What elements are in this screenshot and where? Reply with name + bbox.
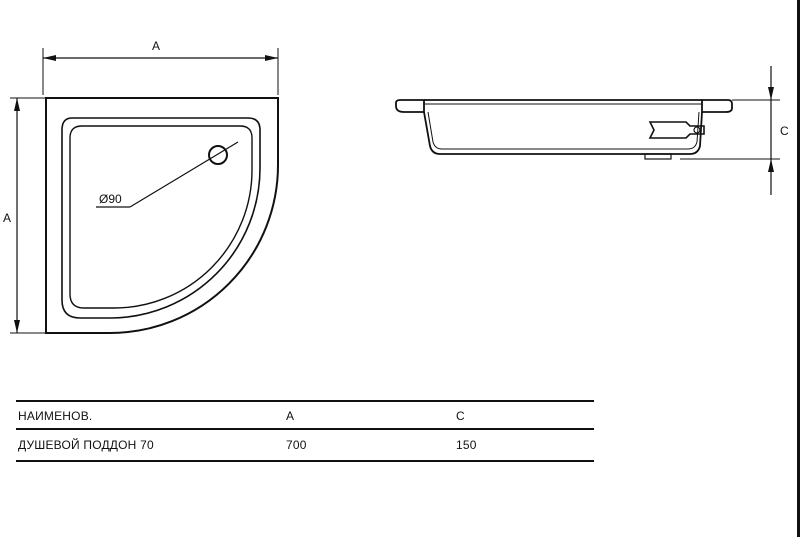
header-a: A <box>286 409 295 423</box>
row-name: ДУШЕВОЙ ПОДДОН 70 <box>18 438 154 452</box>
dim-left-arrow-top <box>14 98 20 111</box>
side-drain-bolt <box>693 126 701 134</box>
side-drain-fitting <box>648 121 705 139</box>
header-name: НАИМЕНОВ. <box>18 409 93 423</box>
row-a: 700 <box>286 438 307 452</box>
dim-top-arrow-right <box>265 55 278 61</box>
side-body-outline <box>423 111 703 155</box>
spec-table: НАИМЕНОВ. A C ДУШЕВОЙ ПОДДОН 70 700 150 <box>16 400 594 462</box>
side-foot <box>644 153 672 160</box>
drain-label: Ø90 <box>99 192 122 206</box>
side-left-lip <box>395 99 425 113</box>
tray-outer-outline <box>45 97 279 334</box>
plan-view <box>10 48 279 334</box>
row-c: 150 <box>456 438 477 452</box>
dim-top-label: A <box>152 39 160 53</box>
drain-leader-line <box>129 141 239 208</box>
dim-top-arrow-left <box>43 55 56 61</box>
dim-left-arrow-bottom <box>14 320 20 333</box>
header-c: C <box>456 409 465 423</box>
dim-c-arrow-top <box>768 87 774 100</box>
page-border <box>797 0 800 537</box>
tray-rim-outline <box>61 117 261 319</box>
drain-circle <box>208 145 228 165</box>
side-body-inner <box>427 111 700 150</box>
dim-c-arrow-bottom <box>768 159 774 172</box>
dim-c-label: C <box>780 124 789 138</box>
side-view <box>395 66 780 195</box>
dim-left-label: A <box>3 211 11 225</box>
side-right-lip <box>701 99 733 113</box>
spec-table-header: НАИМЕНОВ. A C <box>16 400 594 430</box>
tray-basin-outline <box>69 125 253 309</box>
table-row: ДУШЕВОЙ ПОДДОН 70 700 150 <box>16 430 594 462</box>
